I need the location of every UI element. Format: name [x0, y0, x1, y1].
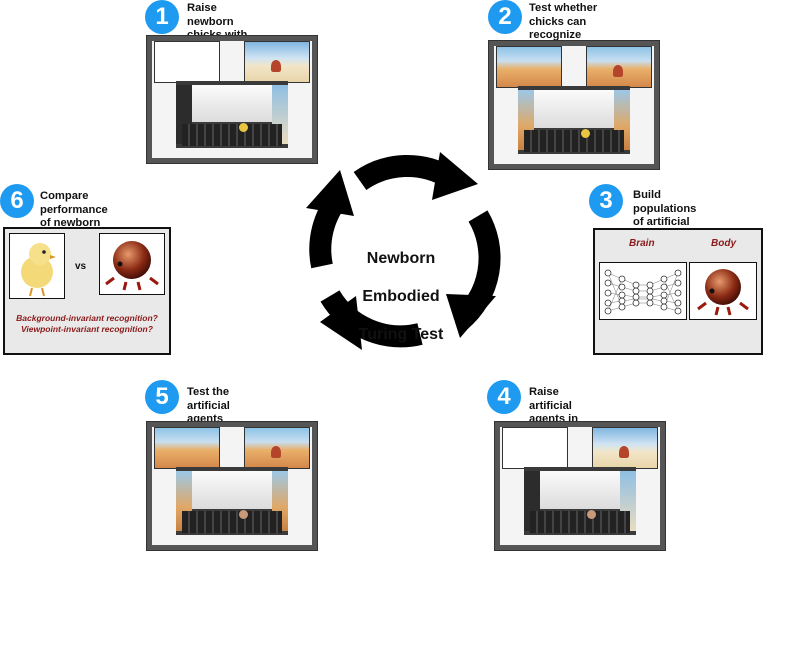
cycle-title-line-1: Newborn: [366, 250, 436, 267]
agent-photo: [99, 233, 165, 295]
step-3-panel: Brain Body: [593, 228, 763, 355]
step-1-chamber-image: [146, 35, 318, 164]
left-screen-blank: [502, 427, 568, 469]
step-1-badge: 1: [145, 0, 179, 34]
brain-label: Brain: [629, 238, 655, 249]
right-screen-desert-object: [586, 46, 652, 88]
question-background: Background-invariant recognition?: [16, 313, 158, 323]
step-6-badge: 6: [0, 184, 34, 218]
step-4-chamber-image: [494, 421, 666, 551]
body-label: Body: [711, 238, 736, 249]
left-screen-blank: [154, 41, 220, 83]
brain-network-image: [599, 262, 687, 320]
question-viewpoint: Viewpoint-invariant recognition?: [21, 324, 153, 334]
cycle-arrows-icon: [306, 152, 501, 350]
step-2-badge: 2: [488, 0, 522, 34]
right-screen-object: [244, 41, 310, 83]
agent-body-image: [689, 262, 757, 320]
step-2-chamber-image: [488, 40, 660, 170]
vs-label: vs: [75, 261, 87, 272]
left-screen-desert: [154, 427, 220, 469]
step-5-chamber-image: [146, 421, 318, 551]
left-screen-desert: [496, 46, 562, 88]
cycle-title: Newborn Embodied Turing Test: [300, 230, 502, 363]
step-3-badge: 3: [589, 184, 623, 218]
chick-photo: [9, 233, 65, 299]
step-4-badge: 4: [487, 380, 521, 414]
step-6-panel: vs Background-invariant recognition? Vie…: [3, 227, 171, 355]
right-screen-object: [592, 427, 658, 469]
right-screen-desert-object: [244, 427, 310, 469]
cycle-title-line-3: Turing Test: [358, 326, 444, 343]
cycle-title-line-2: Embodied: [362, 288, 440, 305]
step-5-badge: 5: [145, 380, 179, 414]
